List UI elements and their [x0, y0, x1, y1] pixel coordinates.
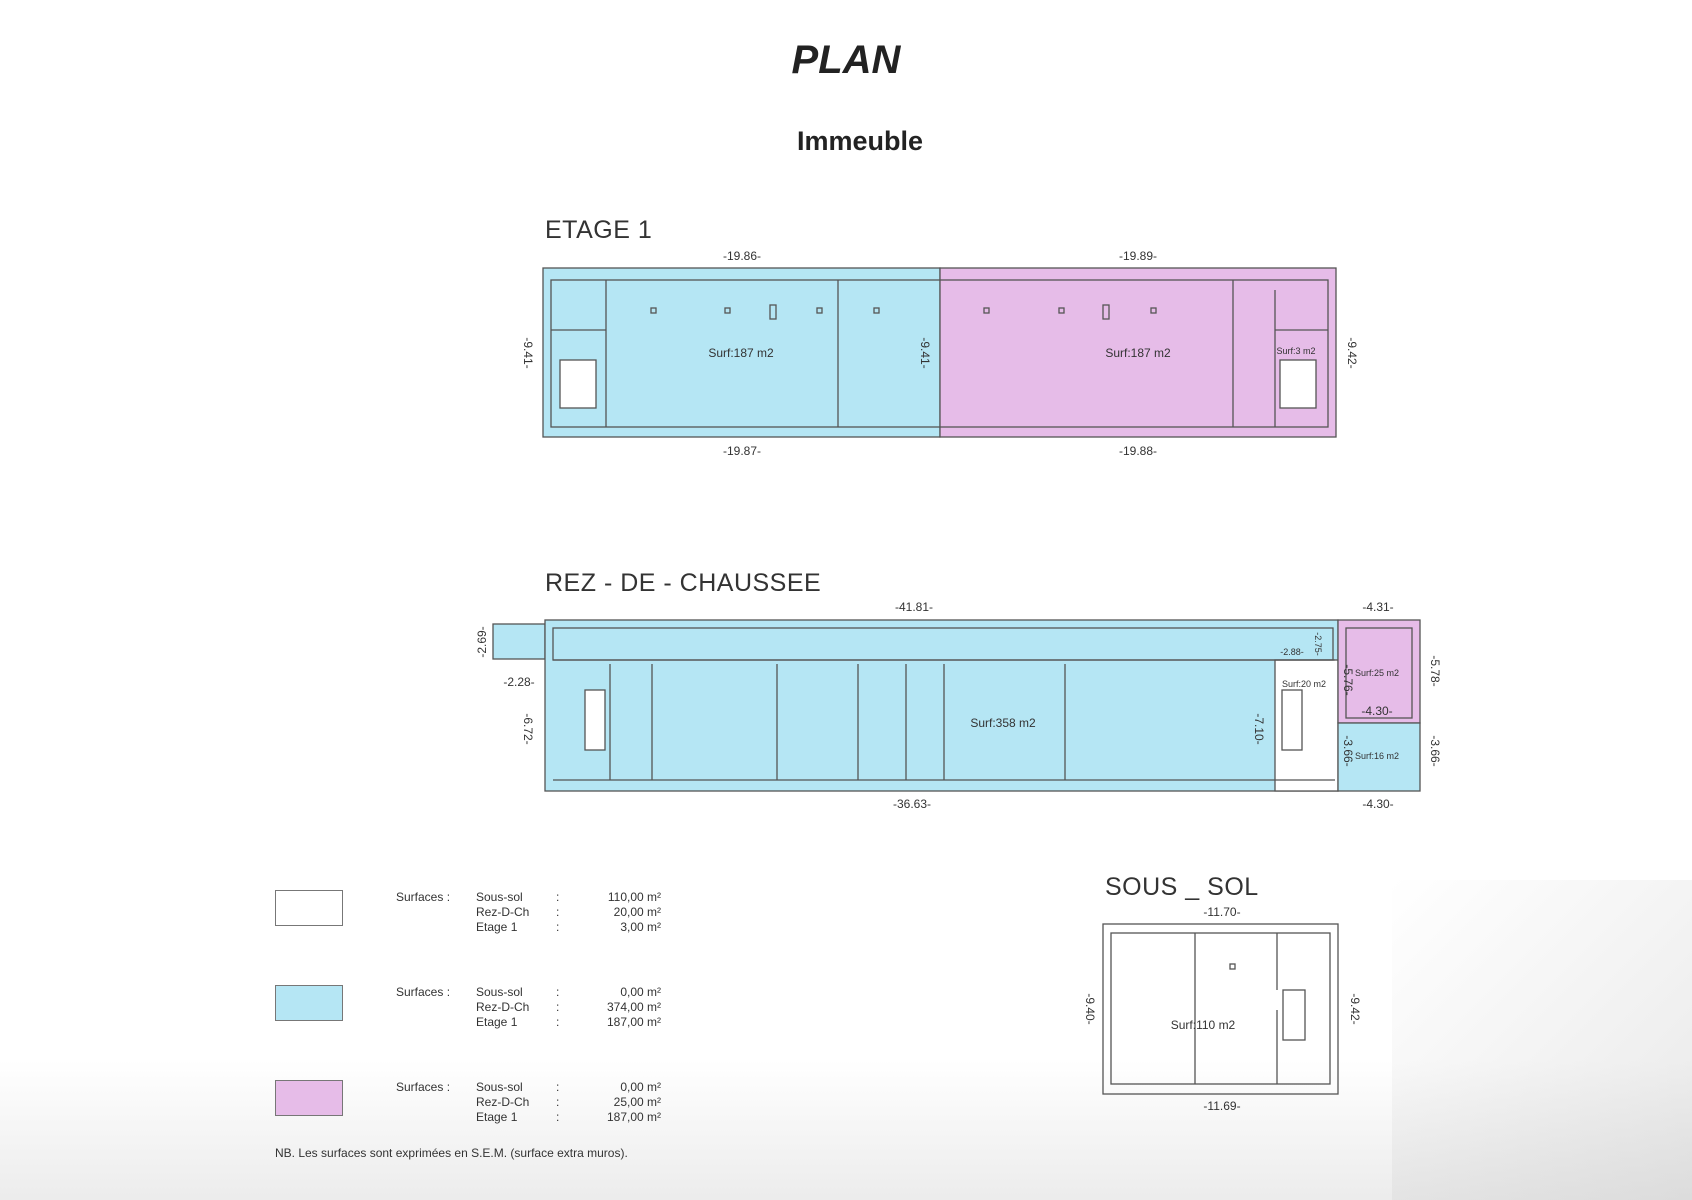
dim-label: -2.28-: [503, 675, 535, 689]
dim-label: -9.41-: [521, 337, 535, 369]
dim-label: -5.76-: [1341, 664, 1355, 696]
legend-label: Sous-sol: [476, 1080, 523, 1094]
legend-value: 0,00 m²: [620, 1080, 661, 1094]
footnote: NB. Les surfaces sont exprimées en S.E.M…: [275, 1146, 628, 1160]
legend-swatch-blue: [275, 985, 343, 1021]
dim-label: -11.69-: [1203, 1099, 1241, 1113]
legend-cell: :: [556, 1110, 560, 1124]
soussol-plan: [1102, 923, 1339, 1095]
dim-label: -4.30-: [1361, 704, 1393, 718]
legend-cell: :: [556, 1000, 560, 1014]
legend-label: Sous-sol: [476, 890, 523, 904]
dim-label: -3.66-: [1428, 735, 1442, 767]
dim-label: -2.75-: [1313, 632, 1323, 656]
dim-label: -2.69-: [475, 626, 489, 658]
dim-label: -9.42-: [1345, 337, 1359, 369]
surface-label: Surf:110 m2: [1170, 1018, 1236, 1032]
page-subtitle: Immeuble: [796, 126, 924, 156]
legend-value: 374,00 m²: [606, 1000, 661, 1014]
dim-label: -6.72-: [521, 713, 535, 745]
legend-swatch-pink: [275, 1080, 343, 1116]
surface-label: Surf:25 m2: [1354, 668, 1400, 678]
legend-value: 20,00 m²: [613, 905, 661, 919]
dim-label: -9.42-: [1348, 993, 1362, 1025]
surface-label: Surf:187 m2: [1105, 346, 1171, 360]
legend-label: Etage 1: [476, 920, 518, 934]
dim-label: -4.30-: [1362, 797, 1394, 811]
legend-value: 0,00 m²: [620, 985, 661, 999]
surface-label: Surf:20 m2: [1281, 679, 1327, 689]
legend-label: Rez-D-Ch: [476, 1095, 530, 1109]
legend-label: Rez-D-Ch: [476, 1000, 530, 1014]
surface-label: Surf:3 m2: [1276, 346, 1316, 356]
legend-cell: [396, 1095, 476, 1110]
legend-swatch-white: [275, 890, 343, 926]
legend-label: Rez-D-Ch: [476, 905, 530, 919]
dim-label: -9.41-: [918, 337, 932, 369]
surface-label: Surf:187 m2: [708, 346, 774, 360]
dim-label: -19.89-: [1118, 249, 1158, 263]
dim-label: -7.10-: [1252, 713, 1266, 745]
legend-cell: :: [556, 1080, 560, 1094]
legend-title: Surfaces :: [396, 985, 451, 999]
dim-label: -19.88-: [1118, 444, 1158, 458]
legend-cell: [396, 920, 476, 935]
dim-label: -41.81-: [894, 600, 934, 614]
legend-title: Surfaces :: [396, 1080, 451, 1094]
dim-label: -11.70-: [1203, 905, 1241, 919]
scan-shadow-corner: [1392, 880, 1692, 1200]
legend-cell: :: [556, 905, 560, 919]
surface-label: Surf:16 m2: [1354, 751, 1400, 761]
legend-cell: :: [556, 920, 560, 934]
dim-label: -19.86-: [722, 249, 762, 263]
legend-cell: :: [556, 1015, 560, 1029]
legend-title: Surfaces :: [396, 890, 451, 904]
legend-value: 3,00 m²: [620, 920, 661, 934]
soussol-label: SOUS _ SOL: [1105, 873, 1259, 901]
legend-value: 25,00 m²: [613, 1095, 661, 1109]
etage1-pink-zone: [939, 267, 1337, 438]
legend-cell: [396, 1110, 476, 1125]
legend-label: Etage 1: [476, 1110, 518, 1124]
legend-cell: :: [556, 890, 560, 904]
dim-label: -4.31-: [1362, 600, 1394, 614]
legend-cell: [396, 1000, 476, 1015]
rez-label: REZ - DE - CHAUSSEE: [545, 569, 822, 597]
dim-label: -36.63-: [892, 797, 932, 811]
legend-label: Sous-sol: [476, 985, 523, 999]
dim-label: -5.78-: [1428, 655, 1442, 687]
legend-cell: [396, 905, 476, 920]
dim-label: -2.88-: [1280, 647, 1304, 657]
etage1-plan: [542, 267, 1337, 438]
page-title: PLAN: [791, 38, 901, 82]
dim-label: -3.66-: [1341, 735, 1355, 767]
dim-label: -19.87-: [722, 444, 762, 458]
etage1-blue-zone: [542, 267, 941, 438]
etage1-label: ETAGE 1: [545, 216, 653, 244]
dim-label: -9.40-: [1083, 993, 1097, 1025]
legend-value: 187,00 m²: [606, 1015, 661, 1029]
legend-cell: :: [556, 1095, 560, 1109]
rez-plan: [492, 619, 1421, 792]
legend-label: Etage 1: [476, 1015, 518, 1029]
legend-value: 110,00 m²: [607, 890, 661, 904]
surface-label: Surf:358 m2: [970, 716, 1036, 730]
legend-cell: :: [556, 985, 560, 999]
legend-cell: [396, 1015, 476, 1030]
legend-value: 187,00 m²: [606, 1110, 661, 1124]
